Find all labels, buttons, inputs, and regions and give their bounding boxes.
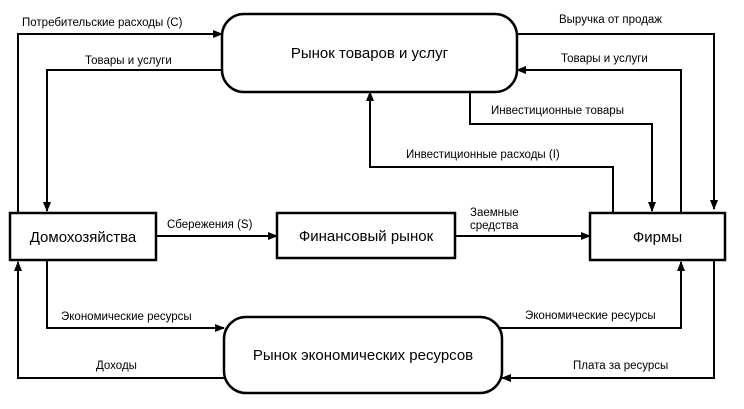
firms-node: Фирмы xyxy=(588,211,727,262)
savings-label: Сбережения (S) xyxy=(167,219,253,231)
incomes-label: Доходы xyxy=(96,360,137,372)
households-node: Домохозяйства xyxy=(8,211,158,262)
resources-to-firms-label: Экономические ресурсы xyxy=(525,310,656,322)
households-label: Домохозяйства xyxy=(30,229,137,246)
goods-market-label: Рынок товаров и услуг xyxy=(291,45,449,62)
financial-market-label: Финансовый рынок xyxy=(299,228,434,245)
goods-to-households-label: Товары и услуги xyxy=(85,55,172,67)
resources-to-firms-arrow xyxy=(500,261,685,329)
resource-market-node: Рынок экономических ресурсов xyxy=(222,315,504,395)
consumer-spending-arrow xyxy=(17,30,223,213)
sales-revenue-arrow xyxy=(497,33,718,210)
goods-market-node: Рынок товаров и услуг xyxy=(220,12,519,94)
investment-spending-arrow xyxy=(366,91,614,213)
investment-spending-label: Инвестиционные расходы (I) xyxy=(406,149,560,161)
investment-goods-label: Инвестиционные товары xyxy=(491,105,624,117)
investment-goods-arrow xyxy=(469,92,656,212)
goods-from-firms-arrow xyxy=(516,66,682,213)
resource-payment-label: Плата за ресурсы xyxy=(573,360,668,372)
loans-label-line2: средства xyxy=(470,220,519,232)
goods-to-households-arrow xyxy=(43,69,222,212)
financial-market-node: Финансовый рынок xyxy=(275,211,457,260)
goods-from-firms-label: Товары и услуги xyxy=(561,53,648,65)
sales-revenue-label: Выручка от продаж xyxy=(559,14,662,26)
loans-label-line1: Заемные xyxy=(470,207,519,219)
resource-payment-arrow xyxy=(501,260,715,382)
firms-label: Фирмы xyxy=(633,229,682,246)
incomes-arrow xyxy=(14,261,224,379)
consumer-spending-label: Потребительские расходы (C) xyxy=(22,17,183,29)
resources-from-households-label: Экономические ресурсы xyxy=(61,311,192,323)
resources-from-households-arrow xyxy=(46,260,225,332)
resource-market-label: Рынок экономических ресурсов xyxy=(253,347,473,364)
